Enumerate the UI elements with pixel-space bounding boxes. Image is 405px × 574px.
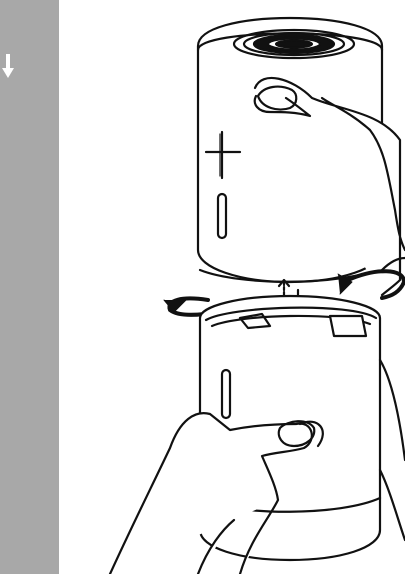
arrow-down-icon (0, 52, 16, 82)
speaker-twist-assembly-illustration (59, 0, 405, 574)
side-band (0, 0, 59, 574)
